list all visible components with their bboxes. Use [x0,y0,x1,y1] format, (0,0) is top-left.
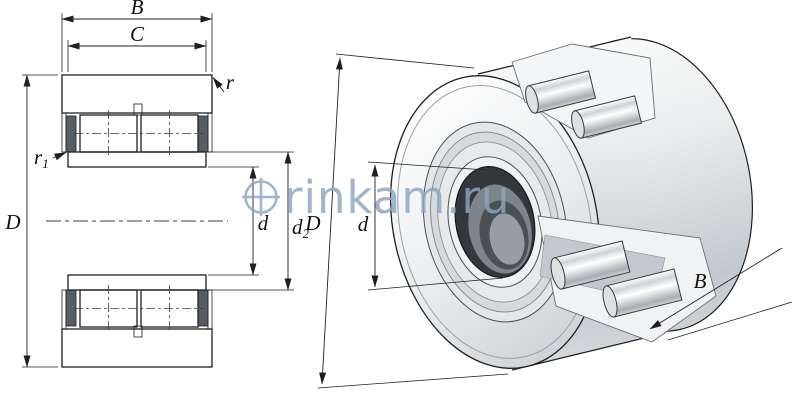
watermark: rinkam.ru [242,171,511,224]
watermark-text: rinkam.ru [284,171,511,224]
side-washer [197,289,209,327]
dim-r1: r1 [34,145,67,171]
dim-B-iso: B [649,247,793,341]
lubrication-hole [133,103,143,116]
bore-far-opening [489,213,525,265]
side-washer [65,289,77,327]
dim-label-D-iso: D [304,211,320,235]
dim-label-B-section: B [131,0,144,19]
watermark-logo-icon [242,178,280,216]
dim-d-iso: d [358,161,504,291]
outer-ring-lip [207,289,213,330]
dim-label-d2-section: d2 [292,215,310,241]
inner-ring-bottom-section [67,274,207,291]
lubrication-hole [133,325,143,338]
dim-d2: d2 [208,151,310,291]
outer-ring-lip [61,289,67,330]
roller-cylinder [525,70,597,114]
dim-label-B-iso: B [694,269,707,293]
outer-ring-chamfer-edge [397,85,593,359]
dim-label-r-section: r [226,70,235,94]
roller-cylinder [550,240,631,290]
dim-D-iso: D [304,53,509,389]
roller-cylinder [602,268,683,318]
dim-C: C [67,22,207,72]
dim-D: D [4,74,58,368]
outer-ring-lip [61,112,67,153]
roller-cylinder [571,95,643,139]
iso-view: D d B [304,36,793,389]
dim-label-C-section: C [130,22,145,46]
dim-r: r [212,70,235,94]
bottom-cutaway [537,215,717,343]
outer-ring-bottom-section [61,328,213,368]
dim-label-d-section: d [258,211,269,235]
dim-label-D-section: D [4,210,20,234]
outer-ring-top-section [61,74,213,114]
section-view: B C D d d2 [4,0,310,368]
dim-B: B [61,0,213,72]
outer-ring-lip [207,112,213,153]
inner-ring-top-section [67,151,207,168]
top-cutaway [511,43,656,139]
side-washer [65,115,77,153]
dim-label-d-iso: d [358,212,369,236]
dim-label-r1-section: r1 [34,145,49,171]
side-washer [197,115,209,153]
